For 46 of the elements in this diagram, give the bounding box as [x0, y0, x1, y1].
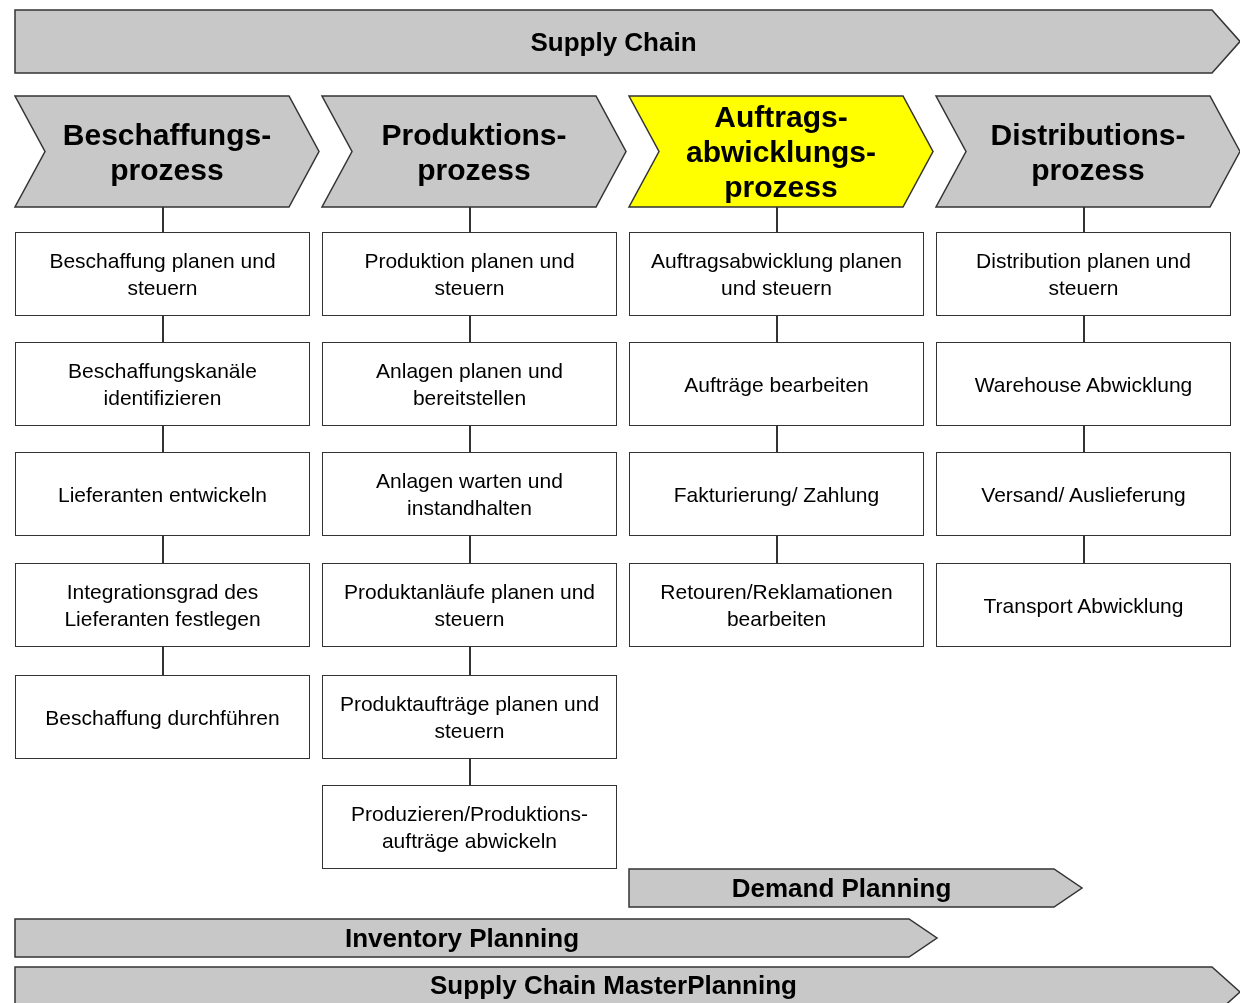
- process-box: Fakturierung/ Zahlung: [629, 452, 924, 536]
- connector-line: [469, 206, 471, 233]
- connector-line: [162, 646, 164, 676]
- process-header: Distributions- prozess: [936, 96, 1240, 207]
- process-box: Produzieren/Produktions- aufträge abwickeln: [322, 785, 617, 869]
- process-box: Lieferanten entwickeln: [15, 452, 310, 536]
- process-box: Beschaffung planen und steuern: [15, 232, 310, 316]
- process-band: Inventory Planning: [15, 919, 937, 957]
- process-header: Beschaffungs- prozess: [15, 96, 319, 207]
- connector-line: [162, 535, 164, 564]
- connector-line: [1083, 535, 1085, 564]
- connector-line: [1083, 206, 1085, 233]
- process-band: Supply Chain MasterPlanning: [15, 967, 1240, 1003]
- connector-line: [469, 646, 471, 676]
- process-box: Transport Abwicklung: [936, 563, 1231, 647]
- process-band: Supply Chain: [15, 10, 1240, 73]
- process-box: Distribution planen und steuern: [936, 232, 1231, 316]
- connector-line: [162, 315, 164, 343]
- connector-line: [1083, 315, 1085, 343]
- process-box: Beschaffungskanäle identifizieren: [15, 342, 310, 426]
- connector-line: [776, 206, 778, 233]
- process-band: Demand Planning: [629, 869, 1082, 907]
- process-box: Anlagen warten und instandhalten: [322, 452, 617, 536]
- process-header: Auftrags- abwicklungs- prozess: [629, 96, 933, 207]
- connector-line: [776, 535, 778, 564]
- process-box: Produktanläufe planen und steuern: [322, 563, 617, 647]
- connector-line: [469, 535, 471, 564]
- process-header: Produktions- prozess: [322, 96, 626, 207]
- connector-line: [162, 206, 164, 233]
- connector-line: [469, 315, 471, 343]
- process-box: Produktaufträge planen und steuern: [322, 675, 617, 759]
- connector-line: [469, 425, 471, 453]
- connector-line: [776, 315, 778, 343]
- process-box: Retouren/Reklamationen bearbeiten: [629, 563, 924, 647]
- connector-line: [162, 425, 164, 453]
- connector-line: [1083, 425, 1085, 453]
- process-box: Produktion planen und steuern: [322, 232, 617, 316]
- process-box: Beschaffung durchführen: [15, 675, 310, 759]
- process-box: Auftragsabwicklung planen und steuern: [629, 232, 924, 316]
- process-box: Aufträge bearbeiten: [629, 342, 924, 426]
- process-box: Versand/ Auslieferung: [936, 452, 1231, 536]
- process-box: Anlagen planen und bereitstellen: [322, 342, 617, 426]
- process-box: Warehouse Abwicklung: [936, 342, 1231, 426]
- connector-line: [469, 758, 471, 786]
- process-box: Integrationsgrad des Lieferanten festlegen: [15, 563, 310, 647]
- connector-line: [776, 425, 778, 453]
